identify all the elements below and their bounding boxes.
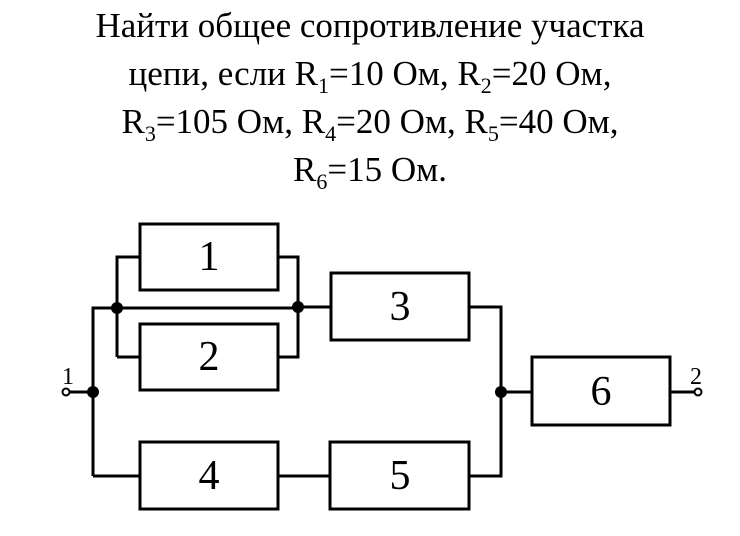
- terminal-2-node: [693, 387, 703, 397]
- resistor-3: [329, 271, 471, 342]
- wire-left-main: [91, 306, 298, 476]
- resistor-2: [138, 322, 280, 392]
- r2-letter: R: [457, 54, 481, 93]
- terminal-labels: 1 2: [62, 364, 702, 390]
- r4-value: =20 Ом,: [336, 102, 456, 141]
- r6-value: =15 Ом.: [327, 150, 448, 189]
- r4-subscript: 4: [325, 121, 337, 146]
- resistor-5: [328, 440, 471, 511]
- r2-value: =20 Ом,: [491, 54, 612, 93]
- r5-subscript: 5: [487, 121, 499, 146]
- r3-value: =105 Ом,: [155, 102, 293, 141]
- wire-left-branch-top: [115, 255, 140, 357]
- terminal-label-2: 2: [690, 364, 702, 390]
- problem-statement: Найти общее сопротивление участка цепи, …: [0, 0, 740, 194]
- junction-left-top: [111, 302, 123, 314]
- problem-line-2: цепи, если R1=10 Ом, R2=20 Ом,: [0, 50, 740, 98]
- r6-letter: R: [292, 150, 317, 189]
- problem-line-1: Найти общее сопротивление участка: [95, 6, 645, 45]
- junction-left-main: [87, 386, 99, 398]
- r3-letter: R: [121, 102, 145, 141]
- resistor-label-5: 5: [390, 453, 411, 499]
- r3-subscript: 3: [144, 121, 156, 146]
- resistor-label-3: 3: [390, 284, 411, 330]
- resistor-label-2: 2: [199, 334, 220, 380]
- resistor-4: [138, 440, 280, 511]
- r4-letter: R: [301, 102, 326, 141]
- terminals: [61, 387, 703, 397]
- r1-subscript: 1: [318, 73, 329, 98]
- r6-subscript: 6: [316, 169, 328, 194]
- resistor-labels: 1 2 3 4 5 6: [199, 234, 612, 499]
- problem-line-4: R6=15 Ом.: [0, 146, 740, 194]
- r1-value: =10 Ом,: [329, 54, 449, 93]
- resistor-label-1: 1: [199, 234, 220, 280]
- junction-right-main: [495, 386, 507, 398]
- terminal-1-node: [61, 387, 71, 397]
- r1-letter: цепи, если R: [128, 54, 318, 93]
- resistor-label-4: 4: [199, 453, 220, 499]
- junction-right-top: [292, 301, 304, 313]
- r5-value: =40 Ом,: [498, 102, 619, 141]
- resistors: [138, 222, 672, 511]
- wires: [66, 255, 698, 478]
- terminal-label-1: 1: [62, 364, 74, 390]
- resistor-6: [530, 355, 672, 427]
- r5-letter: R: [464, 102, 488, 141]
- junctions: [87, 301, 507, 398]
- resistor-label-6: 6: [591, 369, 612, 415]
- r2-subscript: 2: [480, 73, 492, 98]
- resistor-1: [138, 222, 280, 292]
- problem-line-3: R3=105 Ом, R4=20 Ом, R5=40 Ом,: [0, 98, 740, 146]
